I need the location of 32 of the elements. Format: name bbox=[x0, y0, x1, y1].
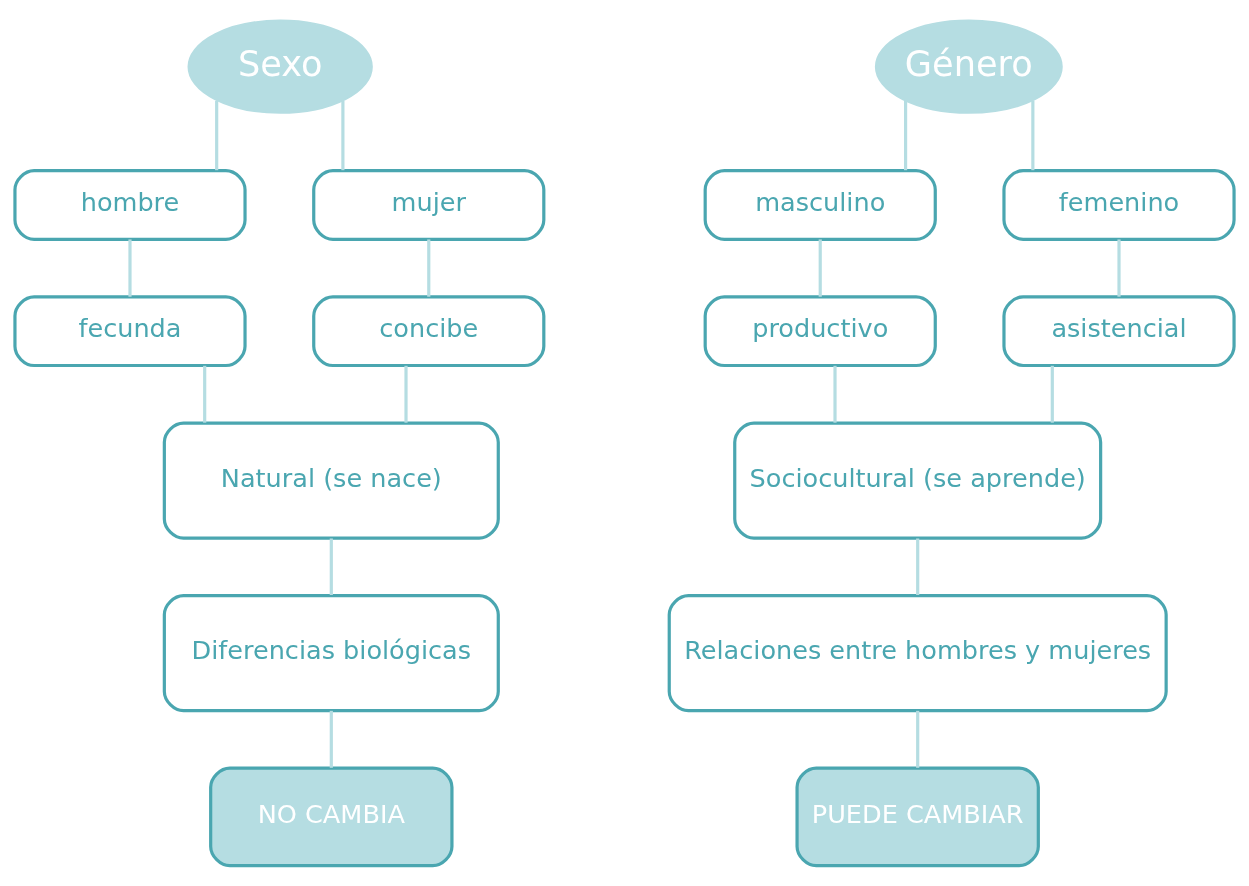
node-box: asistencial bbox=[1002, 295, 1236, 368]
node-box: concibe bbox=[312, 295, 546, 368]
connector bbox=[404, 365, 408, 423]
connector bbox=[833, 365, 837, 423]
node-box: fecunda bbox=[13, 295, 247, 368]
node-box: Sociocultural (se aprende) bbox=[733, 421, 1103, 540]
connector bbox=[1050, 365, 1054, 423]
connector bbox=[818, 239, 822, 297]
connector bbox=[1031, 100, 1035, 171]
connector bbox=[916, 538, 920, 596]
node-box: PUEDE CAMBIAR bbox=[795, 766, 1040, 868]
node-box: Relaciones entre hombres y mujeres bbox=[667, 594, 1168, 713]
node-box: productivo bbox=[703, 295, 937, 368]
connector bbox=[904, 100, 908, 171]
node-box: Diferencias biológicas bbox=[162, 594, 500, 713]
node-box: mujer bbox=[312, 169, 546, 241]
connector bbox=[203, 365, 207, 423]
connector bbox=[329, 710, 333, 768]
connector bbox=[215, 100, 219, 171]
node-ellipse: Sexo bbox=[187, 19, 373, 114]
node-box: femenino bbox=[1002, 169, 1236, 241]
node-box: Natural (se nace) bbox=[162, 421, 500, 540]
node-box: hombre bbox=[13, 169, 247, 241]
connector bbox=[128, 239, 132, 297]
node-box: NO CAMBIA bbox=[209, 766, 454, 868]
node-box: masculino bbox=[703, 169, 937, 241]
connector bbox=[329, 538, 333, 596]
connector bbox=[916, 710, 920, 768]
connector bbox=[1117, 239, 1121, 297]
connector bbox=[341, 100, 345, 171]
connector bbox=[427, 239, 431, 297]
node-ellipse: Género bbox=[874, 19, 1063, 114]
